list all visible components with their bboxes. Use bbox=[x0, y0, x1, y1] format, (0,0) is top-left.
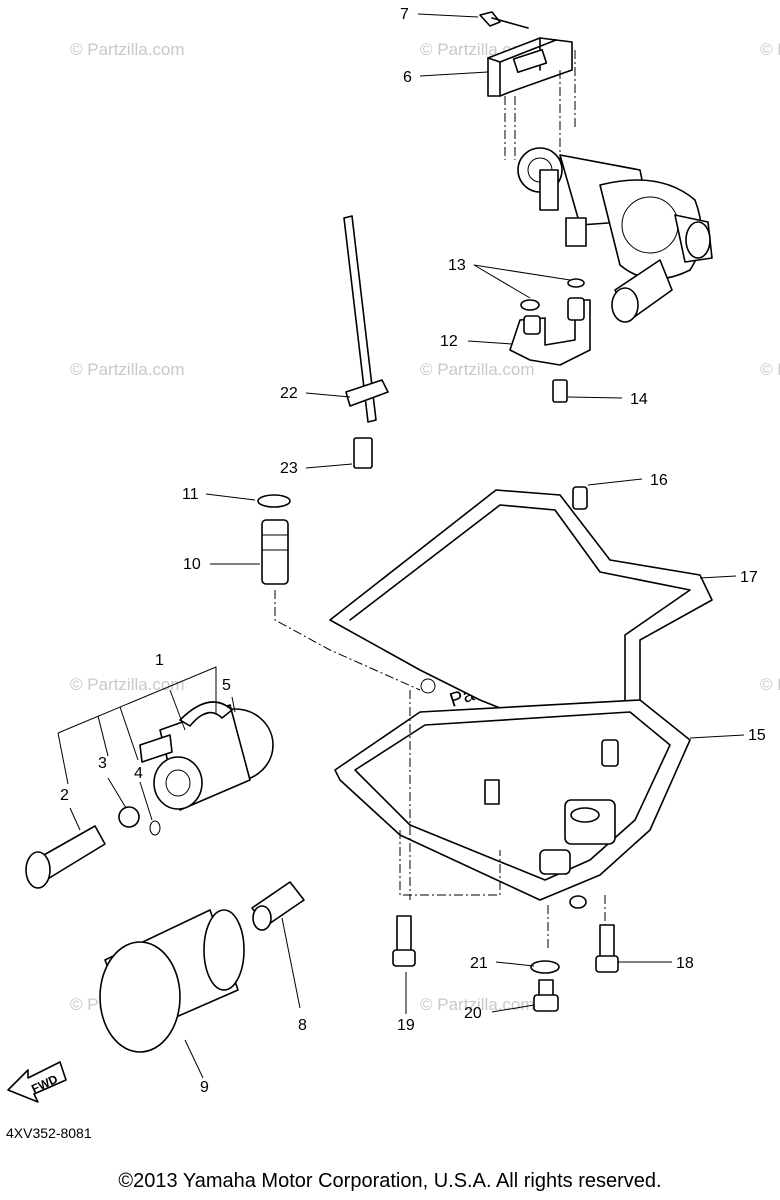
callout-20: 20 bbox=[464, 1005, 482, 1022]
watermark: © Partzilla.com bbox=[70, 360, 185, 379]
callout-4: 4 bbox=[134, 765, 143, 782]
callout-17: 17 bbox=[740, 569, 758, 586]
watermark: © Partzilla.com bbox=[420, 360, 535, 379]
watermark: © Partzilla.com bbox=[760, 40, 780, 59]
drain-bolts bbox=[392, 915, 619, 1012]
callout-3: 3 bbox=[98, 755, 107, 772]
callout-2: 2 bbox=[60, 787, 69, 804]
callout-5: 5 bbox=[222, 677, 231, 694]
diagram-code: 4XV352-8081 bbox=[6, 1125, 92, 1141]
callout-13: 13 bbox=[448, 257, 466, 274]
strainer bbox=[257, 494, 421, 691]
callout-6: 6 bbox=[403, 69, 412, 86]
copyright-notice: ©2013 Yamaha Motor Corporation, U.S.A. A… bbox=[118, 1170, 662, 1192]
callout-18: 18 bbox=[676, 955, 694, 972]
oil-pan bbox=[329, 486, 713, 950]
callout-21: 21 bbox=[470, 955, 488, 972]
callout-15: 15 bbox=[748, 727, 766, 744]
callout-8: 8 bbox=[298, 1017, 307, 1034]
callout-23: 23 bbox=[280, 460, 298, 477]
copyright-circle-icon bbox=[420, 678, 436, 694]
callout-11: 11 bbox=[182, 486, 199, 503]
dipstick bbox=[343, 215, 389, 469]
watermark: © Partzilla.com bbox=[70, 40, 185, 59]
callout-numbers: 7 6 13 12 14 22 23 11 10 16 17 15 1 5 3 … bbox=[60, 6, 766, 1096]
leader-lines bbox=[57, 13, 745, 1079]
watermark: © Partzilla.com bbox=[70, 675, 185, 694]
callout-19: 19 bbox=[397, 1017, 415, 1034]
callout-12: 12 bbox=[440, 333, 458, 350]
callout-14: 14 bbox=[630, 391, 648, 408]
fwd-arrow-icon: FWD bbox=[7, 1061, 67, 1103]
callout-16: 16 bbox=[650, 472, 668, 489]
oil-pump-assembly bbox=[479, 11, 713, 403]
watermark: © Partzilla.com bbox=[760, 360, 780, 379]
callout-7: 7 bbox=[400, 6, 409, 23]
oil-cooler bbox=[25, 701, 274, 889]
callout-22: 22 bbox=[280, 385, 298, 402]
callout-9: 9 bbox=[200, 1079, 209, 1096]
callout-1: 1 bbox=[155, 652, 164, 669]
callout-10: 10 bbox=[183, 556, 201, 573]
watermark: © Partzilla.com bbox=[760, 675, 780, 694]
oil-filter bbox=[99, 881, 305, 1053]
